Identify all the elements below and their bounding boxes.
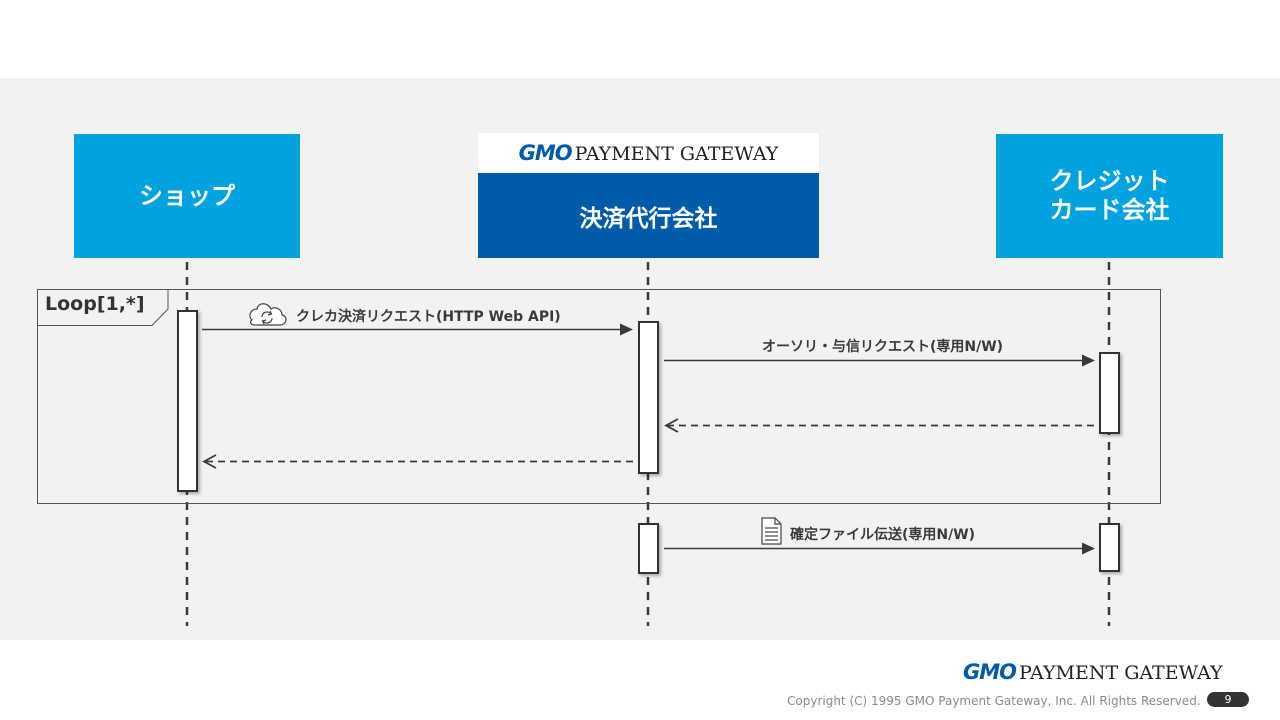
footer-logo-mark: GMO (963, 660, 1017, 684)
gmo-logo-mark: GMO (518, 141, 573, 165)
activation-shop (177, 310, 198, 492)
message-arrow-1-head (620, 323, 633, 336)
document-icon (761, 517, 782, 545)
footer-logo: GMO PAYMENT GATEWAY (963, 660, 1223, 684)
message-label-2: オーソリ・与信リクエスト(専用N/W) (762, 339, 1004, 355)
message-arrow-2-head (1082, 354, 1095, 367)
reply-arrow-1-head (664, 418, 679, 433)
actor-payment-agency: 決済代行会社 (478, 173, 819, 258)
reply-arrow-2-head (202, 454, 217, 469)
gmo-logo: GMO PAYMENT GATEWAY (519, 141, 779, 165)
message-label-3: 確定ファイル伝送(専用N/W) (790, 527, 976, 543)
loop-frame (37, 289, 1161, 504)
actor-payment-agency-label: 決済代行会社 (579, 205, 718, 232)
message-arrow-3-head (1082, 542, 1095, 555)
actor-credit-card-company: クレジット カード会社 (996, 134, 1223, 258)
activation-agency-2 (638, 523, 659, 574)
activation-card-1 (1099, 352, 1120, 434)
actor-shop: ショップ (74, 134, 300, 258)
actor-gmo-logo: GMO PAYMENT GATEWAY (478, 133, 819, 173)
actor-card-label-line1: クレジット (1049, 167, 1170, 196)
cloud-sync-icon (249, 303, 287, 326)
actor-card-label-line2: カード会社 (1049, 196, 1170, 224)
actor-shop-label: ショップ (139, 181, 235, 210)
loop-label: Loop[1,*] (45, 293, 145, 315)
loop-tab (37, 289, 169, 326)
activation-card-2 (1099, 523, 1120, 572)
message-label-1: クレカ決済リクエスト(HTTP Web API) (296, 309, 561, 325)
gmo-logo-text: PAYMENT GATEWAY (574, 143, 779, 165)
footer-logo-text: PAYMENT GATEWAY (1019, 662, 1223, 684)
activation-agency-1 (638, 321, 659, 474)
page-number: 9 (1207, 692, 1249, 707)
copyright-text: Copyright (C) 1995 GMO Payment Gateway, … (787, 694, 1201, 708)
